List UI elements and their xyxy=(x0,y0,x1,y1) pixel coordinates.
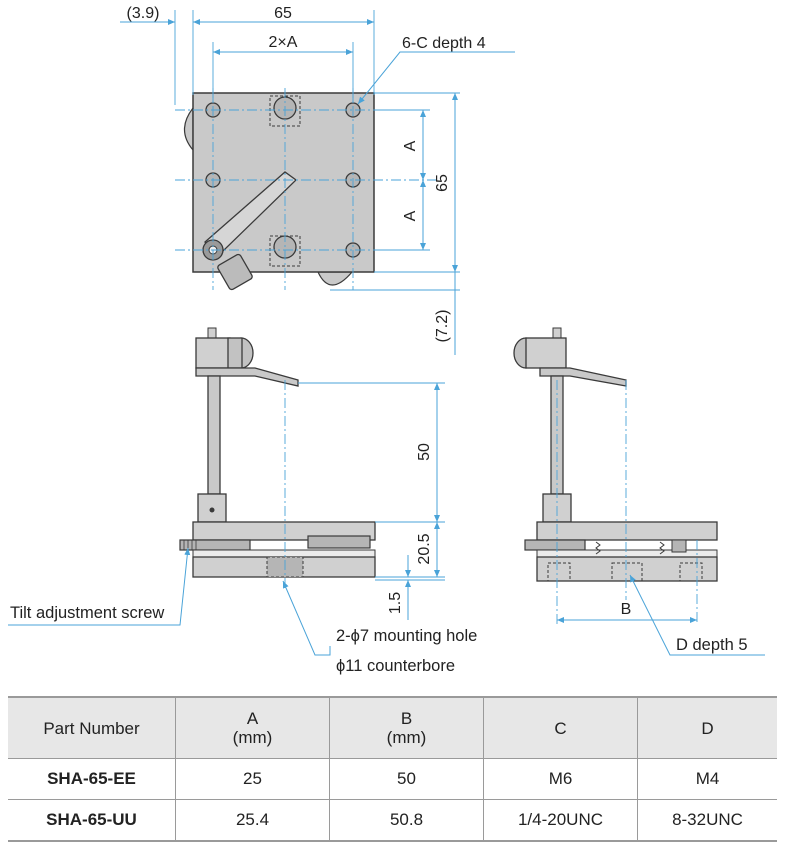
height-side-label: 65 xyxy=(434,174,451,192)
spec-table-header: Part Number A(mm) B(mm) C D xyxy=(8,696,777,759)
d-cell: M4 xyxy=(637,758,777,800)
hole-spacing-label: 2×A xyxy=(269,34,298,51)
technical-drawing: (3.9) 65 2×A 6-C depth 4 A A 65 (7.2) xyxy=(8,5,765,675)
spec-table: Part Number A(mm) B(mm) C D SHA-65-EE 25… xyxy=(8,696,777,842)
d-depth-label: D depth 5 xyxy=(676,636,748,654)
b-cell: 50 xyxy=(329,758,484,800)
width-top-label: 65 xyxy=(274,5,292,22)
front-view: 50 20.5 1.5 xyxy=(179,327,445,620)
offset-bottom-label: (7.2) xyxy=(434,310,451,343)
base-height-label: 20.5 xyxy=(416,533,433,564)
part-number-cell: SHA-65-EE xyxy=(8,758,176,800)
header-b: B(mm) xyxy=(329,696,484,759)
a-cell: 25 xyxy=(175,758,330,800)
post xyxy=(207,375,221,495)
post-height-label: 50 xyxy=(416,443,433,461)
callout-leaders xyxy=(8,547,331,656)
table-row: SHA-65-EE 25 50 M6 M4 xyxy=(8,758,777,800)
header-c: C xyxy=(483,696,638,759)
adjust-knob xyxy=(217,253,253,291)
header-d: D xyxy=(637,696,777,759)
b-spacing-label: B xyxy=(621,601,632,618)
spacing-a1-label: A xyxy=(402,140,419,151)
header-a: A(mm) xyxy=(175,696,330,759)
tapped-holes-label: 6-C depth 4 xyxy=(402,35,486,52)
top-view: (3.9) 65 2×A 6-C depth 4 A A 65 (7.2) xyxy=(120,5,515,355)
mounting-hole-label: 2-ϕ7 mounting hole xyxy=(336,627,477,645)
offset-left-label: (3.9) xyxy=(127,5,160,22)
side-base-plate xyxy=(536,556,718,582)
tilt-screw-label: Tilt adjustment screw xyxy=(10,604,164,622)
gap-label: 1.5 xyxy=(387,592,404,614)
header-part-number: Part Number xyxy=(8,696,176,759)
counterbore-label: ϕ11 counterbore xyxy=(336,657,455,675)
side-view: B xyxy=(513,327,765,656)
spacing-a2-label: A xyxy=(402,210,419,221)
c-cell: M6 xyxy=(483,758,638,800)
